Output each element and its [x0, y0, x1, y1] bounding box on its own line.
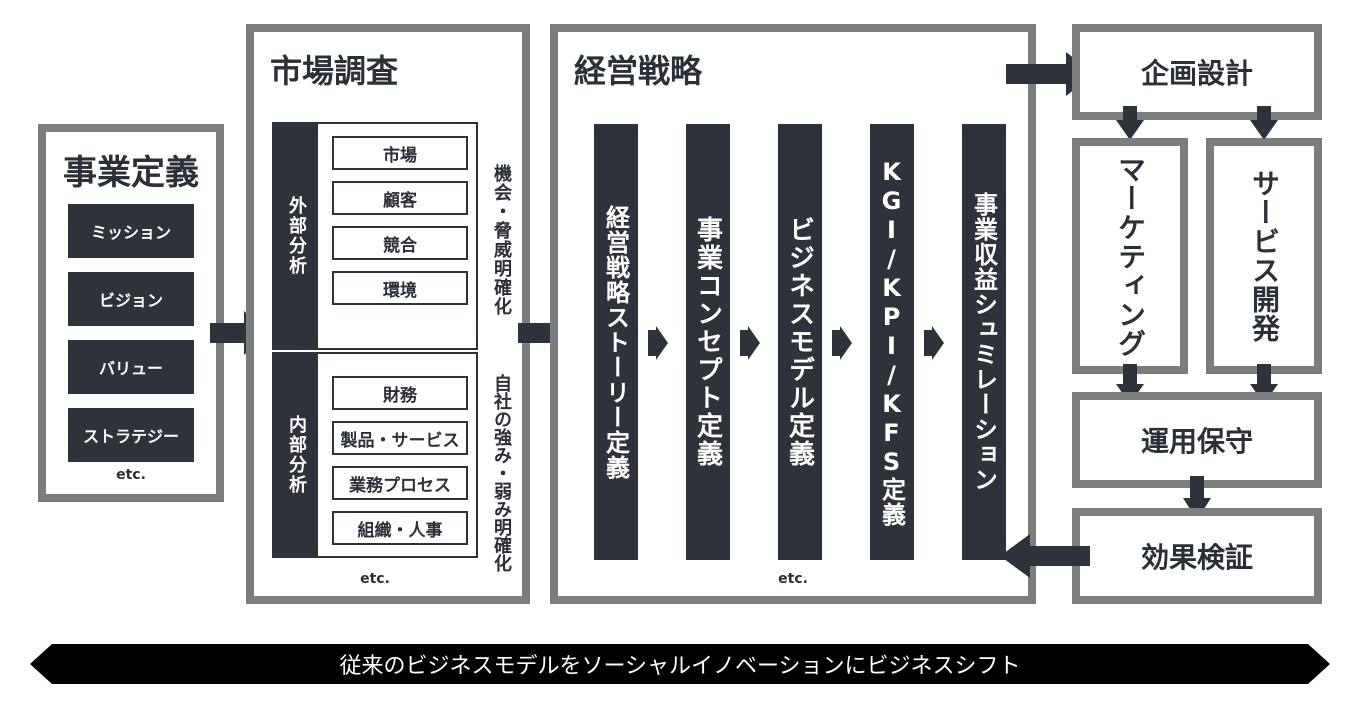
strategy-column-story: 経営戦略ストーリー定義	[594, 124, 638, 560]
arrow-down-icon	[1250, 106, 1278, 140]
business-definition-title: 事業定義	[63, 152, 199, 193]
arrow-right-icon	[924, 326, 944, 360]
arrow-right-icon	[648, 326, 668, 360]
external-analysis-label: 外部分析	[274, 124, 318, 348]
internal-note: 自社の強み・弱み明確化	[491, 374, 512, 572]
business-item-value: バリュー	[68, 340, 194, 394]
business-item-strategy: ストラテジー	[68, 408, 194, 462]
internal-item-finance: 財務	[332, 376, 468, 410]
banner-double-arrow-icon	[30, 644, 1330, 684]
strategy-etc: etc.	[778, 571, 808, 587]
arrow-down-icon	[1116, 106, 1144, 140]
arrow-right-icon	[740, 326, 760, 360]
internal-item-products: 製品・サービス	[332, 421, 468, 455]
business-item-vision: ビジョン	[68, 272, 194, 326]
operation-maintenance-box: 運用保守	[1072, 392, 1322, 488]
internal-analysis-group: 内部分析 財務 製品・サービス 業務プロセス 組織・人事	[272, 352, 478, 558]
market-research-etc: etc.	[360, 571, 390, 587]
banner-text: 従来のビジネスモデルをソーシャルイノベーションにビジネスシフト	[339, 654, 1021, 679]
management-strategy-panel: 経営戦略 経営戦略ストーリー定義 事業コンセプト定義 ビジネスモデル定義 KGI…	[550, 24, 1036, 604]
business-item-mission: ミッション	[68, 204, 194, 258]
external-item-customer: 顧客	[332, 181, 468, 215]
arrow-right-icon	[832, 326, 852, 360]
external-item-competitor: 競合	[332, 226, 468, 260]
effect-verification-box: 効果検証	[1072, 508, 1322, 604]
external-item-market: 市場	[332, 136, 468, 170]
arrow-left-icon	[1000, 534, 1090, 578]
effect-verification-title: 効果検証	[1140, 541, 1253, 574]
strategy-column-business-model: ビジネスモデル定義	[778, 124, 822, 560]
internal-item-organization: 組織・人事	[332, 511, 468, 545]
strategy-column-revenue-simulation: 事業収益シュミレーション	[962, 124, 1006, 560]
internal-analysis-label: 内部分析	[274, 354, 318, 556]
external-item-environment: 環境	[332, 271, 468, 305]
strategy-column-kgi-kpi-kfs: KGI/KPI/KFS定義	[870, 124, 914, 560]
market-research-title: 市場調査	[270, 52, 399, 90]
internal-item-process: 業務プロセス	[332, 466, 468, 500]
planning-design-title: 企画設計	[1140, 57, 1253, 90]
planning-design-box: 企画設計	[1072, 24, 1322, 120]
business-etc: etc.	[116, 467, 146, 483]
strategy-column-concept: 事業コンセプト定義	[686, 124, 730, 560]
external-analysis-group: 外部分析 市場 顧客 競合 環境	[272, 122, 478, 350]
marketing-label: マーケティング	[1114, 154, 1147, 358]
market-research-panel: 市場調査 外部分析 市場 顧客 競合 環境 機会・脅威明確化 内部分析 財務 製…	[246, 24, 530, 604]
management-strategy-title: 経営戦略	[574, 52, 703, 90]
business-definition-panel: 事業定義 ミッション ビジョン バリュー ストラテジー etc.	[38, 124, 224, 502]
service-development-box: サービス開発	[1206, 138, 1322, 374]
service-development-label: サービス開発	[1248, 169, 1281, 343]
external-note: 機会・脅威明確化	[491, 164, 512, 316]
marketing-box: マーケティング	[1072, 138, 1188, 374]
operation-maintenance-title: 運用保守	[1140, 425, 1253, 458]
